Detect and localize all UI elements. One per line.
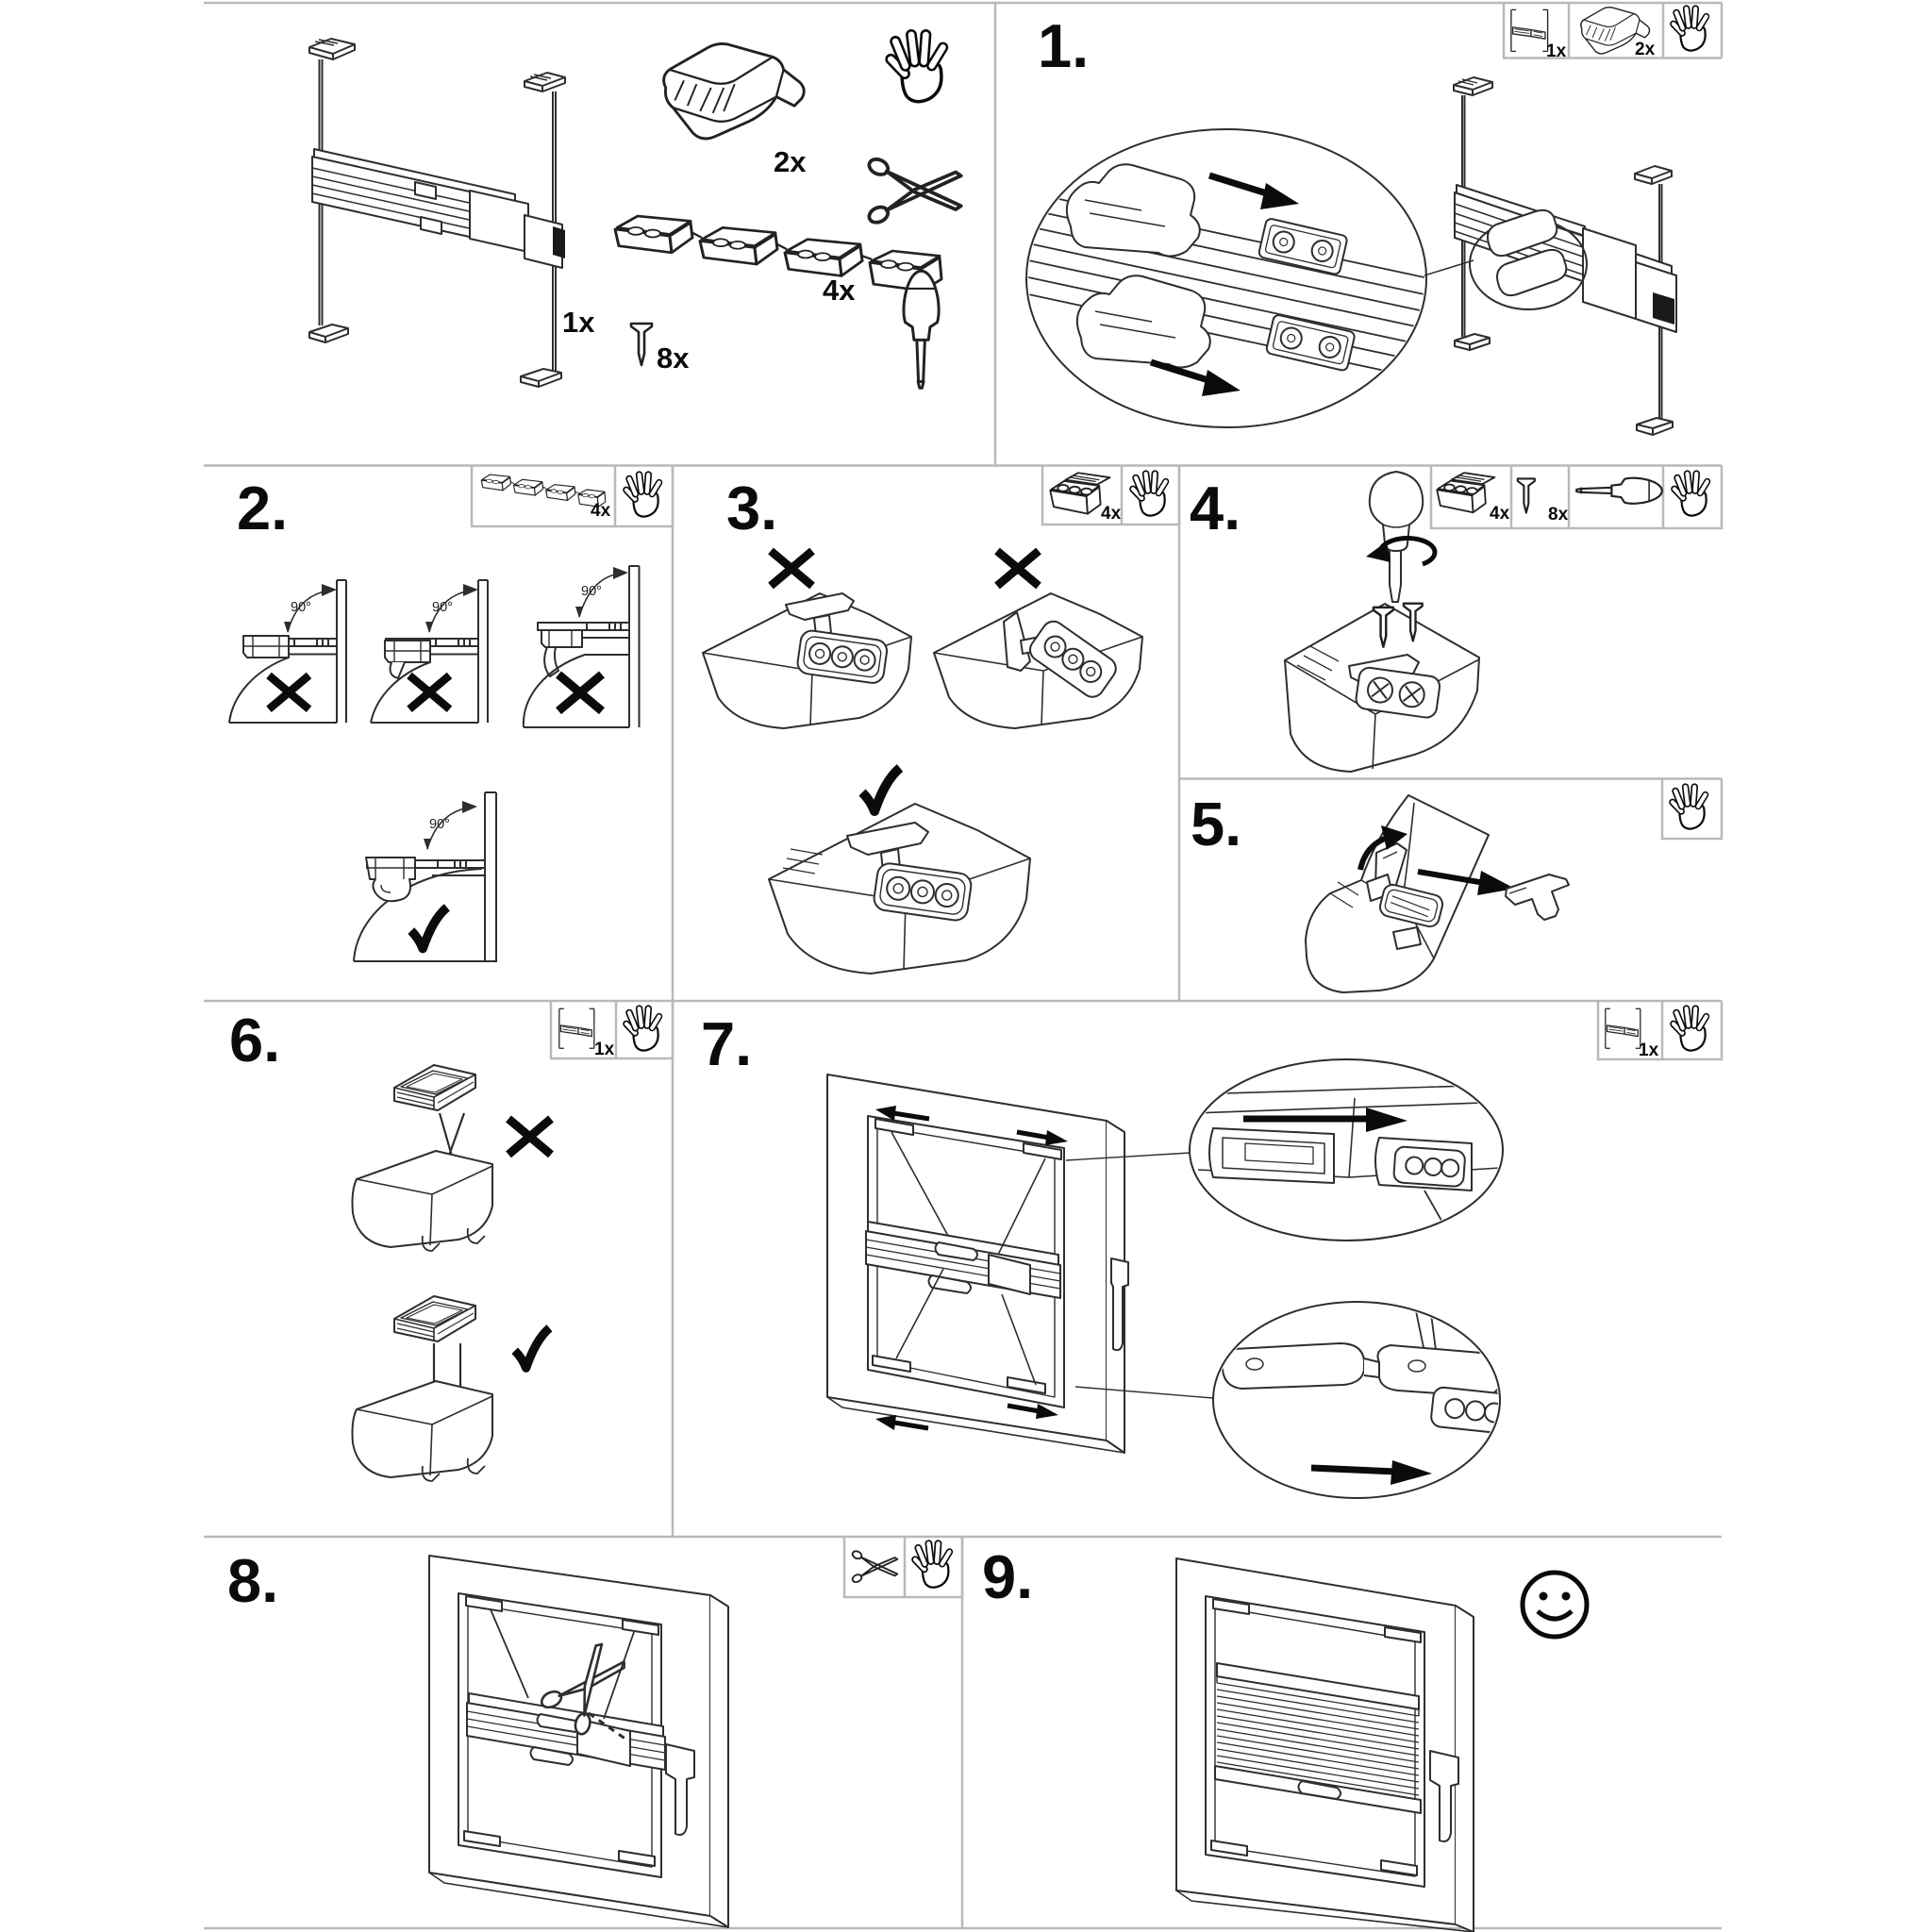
svg-text:6.: 6. bbox=[229, 1006, 280, 1074]
svg-text:8.: 8. bbox=[227, 1546, 278, 1615]
svg-text:1x: 1x bbox=[1639, 1041, 1659, 1060]
svg-text:4x: 4x bbox=[1490, 504, 1510, 524]
svg-text:8x: 8x bbox=[1548, 505, 1569, 525]
svg-text:1x: 1x bbox=[594, 1040, 615, 1059]
svg-text:2x: 2x bbox=[774, 145, 807, 178]
svg-text:1x: 1x bbox=[1546, 42, 1567, 61]
svg-text:90°: 90° bbox=[581, 584, 602, 599]
svg-text:4x: 4x bbox=[1101, 504, 1122, 524]
svg-text:2x: 2x bbox=[1635, 40, 1656, 59]
svg-text:2.: 2. bbox=[237, 474, 288, 542]
svg-text:1.: 1. bbox=[1038, 11, 1089, 80]
svg-text:90°: 90° bbox=[429, 817, 450, 832]
svg-text:7.: 7. bbox=[701, 1009, 752, 1078]
svg-text:90°: 90° bbox=[432, 600, 453, 615]
svg-text:1x: 1x bbox=[562, 306, 595, 339]
svg-text:90°: 90° bbox=[291, 600, 311, 615]
svg-text:5.: 5. bbox=[1191, 790, 1241, 858]
svg-text:3.: 3. bbox=[726, 474, 777, 542]
svg-text:4.: 4. bbox=[1190, 474, 1241, 542]
svg-text:9.: 9. bbox=[982, 1542, 1033, 1611]
svg-text:4x: 4x bbox=[823, 274, 856, 307]
svg-text:8x: 8x bbox=[657, 341, 690, 375]
svg-text:4x: 4x bbox=[591, 501, 611, 521]
